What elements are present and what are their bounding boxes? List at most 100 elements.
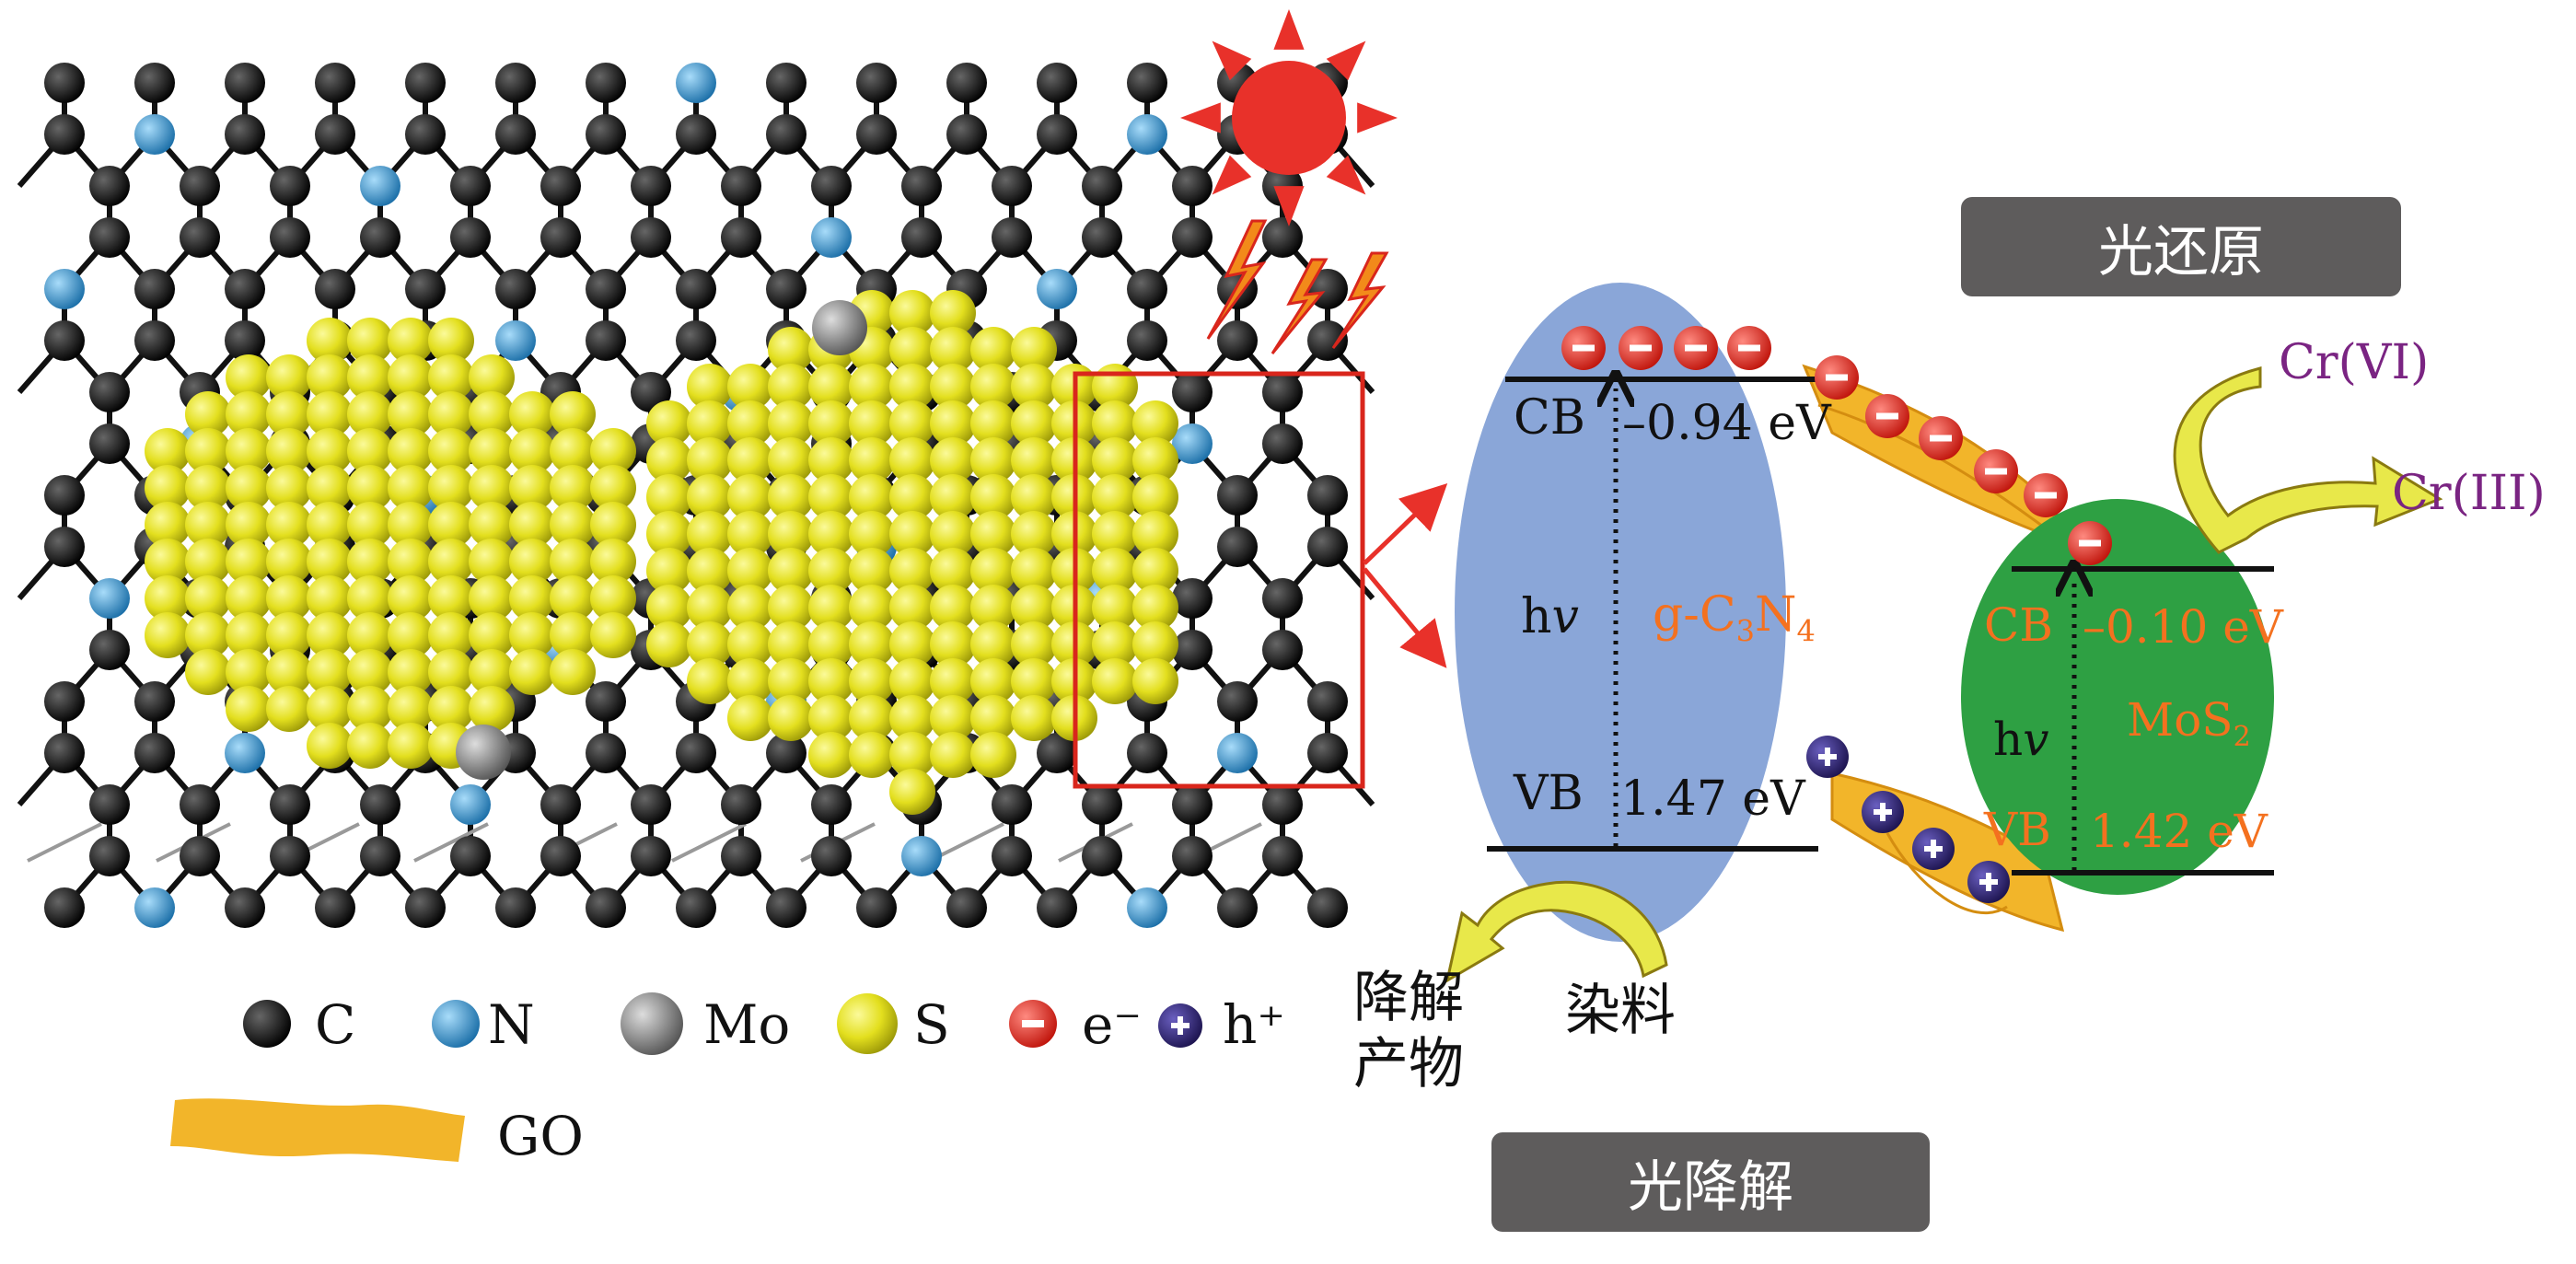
sulfur-atom	[428, 612, 474, 658]
sulfur-atom	[388, 502, 434, 548]
molybdenum-atom	[456, 725, 511, 780]
sulfur-atom	[226, 649, 272, 695]
sulfur-atom	[347, 318, 393, 364]
sulfur-atom	[469, 649, 515, 695]
carbon-atom	[405, 114, 446, 155]
mos2-ellipse	[1961, 499, 2274, 895]
sulfur-atom	[930, 364, 976, 410]
carbon-atom	[1172, 784, 1213, 825]
sulfur-atom	[469, 354, 515, 400]
lattice-bond	[413, 822, 489, 863]
sulfur-atom	[388, 649, 434, 695]
sulfur-atom	[226, 686, 272, 732]
sulfur-atom	[307, 391, 353, 437]
sulfur-atom	[307, 575, 353, 621]
carbon-atom	[1307, 887, 1348, 928]
carbon-atom	[89, 630, 130, 670]
carbon-atom	[766, 269, 806, 309]
sulfur-atom	[550, 575, 596, 621]
carbon-atom	[811, 784, 852, 825]
carbon-atom	[1082, 836, 1122, 876]
carbon-atom	[89, 836, 130, 876]
sulfur-atom	[808, 585, 854, 631]
legend-molybdenum-icon	[621, 992, 683, 1055]
sulfur-atom	[1011, 585, 1057, 631]
sulfur-atom	[889, 327, 935, 373]
sulfur-atom	[307, 502, 353, 548]
sun-icon	[1180, 9, 1398, 226]
lattice-bond	[929, 822, 1004, 863]
sulfur-atom	[930, 511, 976, 557]
sulfur-atom	[226, 465, 272, 511]
carbon-atom	[1082, 784, 1122, 825]
sulfur-atom	[388, 354, 434, 400]
sulfur-atom	[1092, 400, 1138, 446]
sulfur-atom	[768, 364, 814, 410]
sulfur-atom	[590, 575, 636, 621]
carbon-atom	[1262, 372, 1303, 412]
carbon-atom	[89, 372, 130, 412]
carbon-atom	[992, 836, 1032, 876]
sulfur-atom	[469, 539, 515, 585]
sulfur-atom	[226, 575, 272, 621]
carbon-atom	[315, 114, 355, 155]
carbon-atom	[1217, 475, 1258, 516]
sulfur-atom	[970, 400, 1016, 446]
sulfur-atom	[226, 612, 272, 658]
sulfur-atom	[930, 621, 976, 667]
sulfur-atom	[970, 474, 1016, 520]
nitrogen-atom	[1127, 887, 1167, 928]
sulfur-atom	[970, 511, 1016, 557]
sulfur-atom	[590, 428, 636, 474]
sulfur-atom	[808, 474, 854, 520]
sulfur-atom	[970, 548, 1016, 594]
carbon-atom	[946, 114, 987, 155]
sulfur-atom	[1011, 511, 1057, 557]
sulfur-atom	[266, 391, 312, 437]
mos2-vb-value: 1.42 eV	[2090, 805, 2268, 858]
sulfur-atom	[808, 437, 854, 483]
sulfur-atom	[1011, 400, 1057, 446]
sulfur-atom	[768, 437, 814, 483]
sulfur-atom	[509, 539, 555, 585]
sulfur-atom	[808, 511, 854, 557]
carbon-atom	[992, 784, 1032, 825]
carbon-atom	[721, 836, 761, 876]
sulfur-atom	[889, 769, 935, 815]
lightning-icon	[1206, 219, 1389, 354]
sulfur-atom	[145, 465, 191, 511]
sulfur-atom	[768, 511, 814, 557]
sulfur-atom	[930, 474, 976, 520]
carbon-atom	[1172, 372, 1213, 412]
carbon-atom	[225, 114, 265, 155]
carbon-atom	[1127, 320, 1167, 361]
carbon-atom	[360, 836, 400, 876]
carbon-atom	[676, 887, 716, 928]
sulfur-atom	[185, 391, 231, 437]
carbon-atom	[1172, 578, 1213, 619]
sulfur-atom	[307, 354, 353, 400]
carbon-atom	[180, 784, 220, 825]
sulfur-atom	[347, 502, 393, 548]
sulfur-atom	[145, 612, 191, 658]
carbon-atom	[811, 836, 852, 876]
carbon-atom	[270, 784, 310, 825]
sulfur-atom	[768, 621, 814, 667]
sun-ray	[1326, 41, 1366, 81]
carbon-atom	[586, 733, 626, 773]
carbon-atom	[1217, 681, 1258, 722]
sulfur-atom	[930, 437, 976, 483]
carbon-atom	[586, 887, 626, 928]
sulfur-atom	[388, 428, 434, 474]
sulfur-atom	[469, 575, 515, 621]
sulfur-atom	[428, 502, 474, 548]
carbon-atom	[1307, 320, 1348, 361]
sulfur-atom	[428, 575, 474, 621]
legend-carbon-icon	[243, 1000, 291, 1048]
sulfur-atom	[889, 400, 935, 446]
carbon-atom	[586, 114, 626, 155]
sulfur-atom	[687, 474, 733, 520]
legend-label-mo: Mo	[703, 993, 791, 1056]
degradation-arrow	[1445, 880, 1668, 984]
degradation-title: 光降解	[1491, 1132, 1930, 1232]
